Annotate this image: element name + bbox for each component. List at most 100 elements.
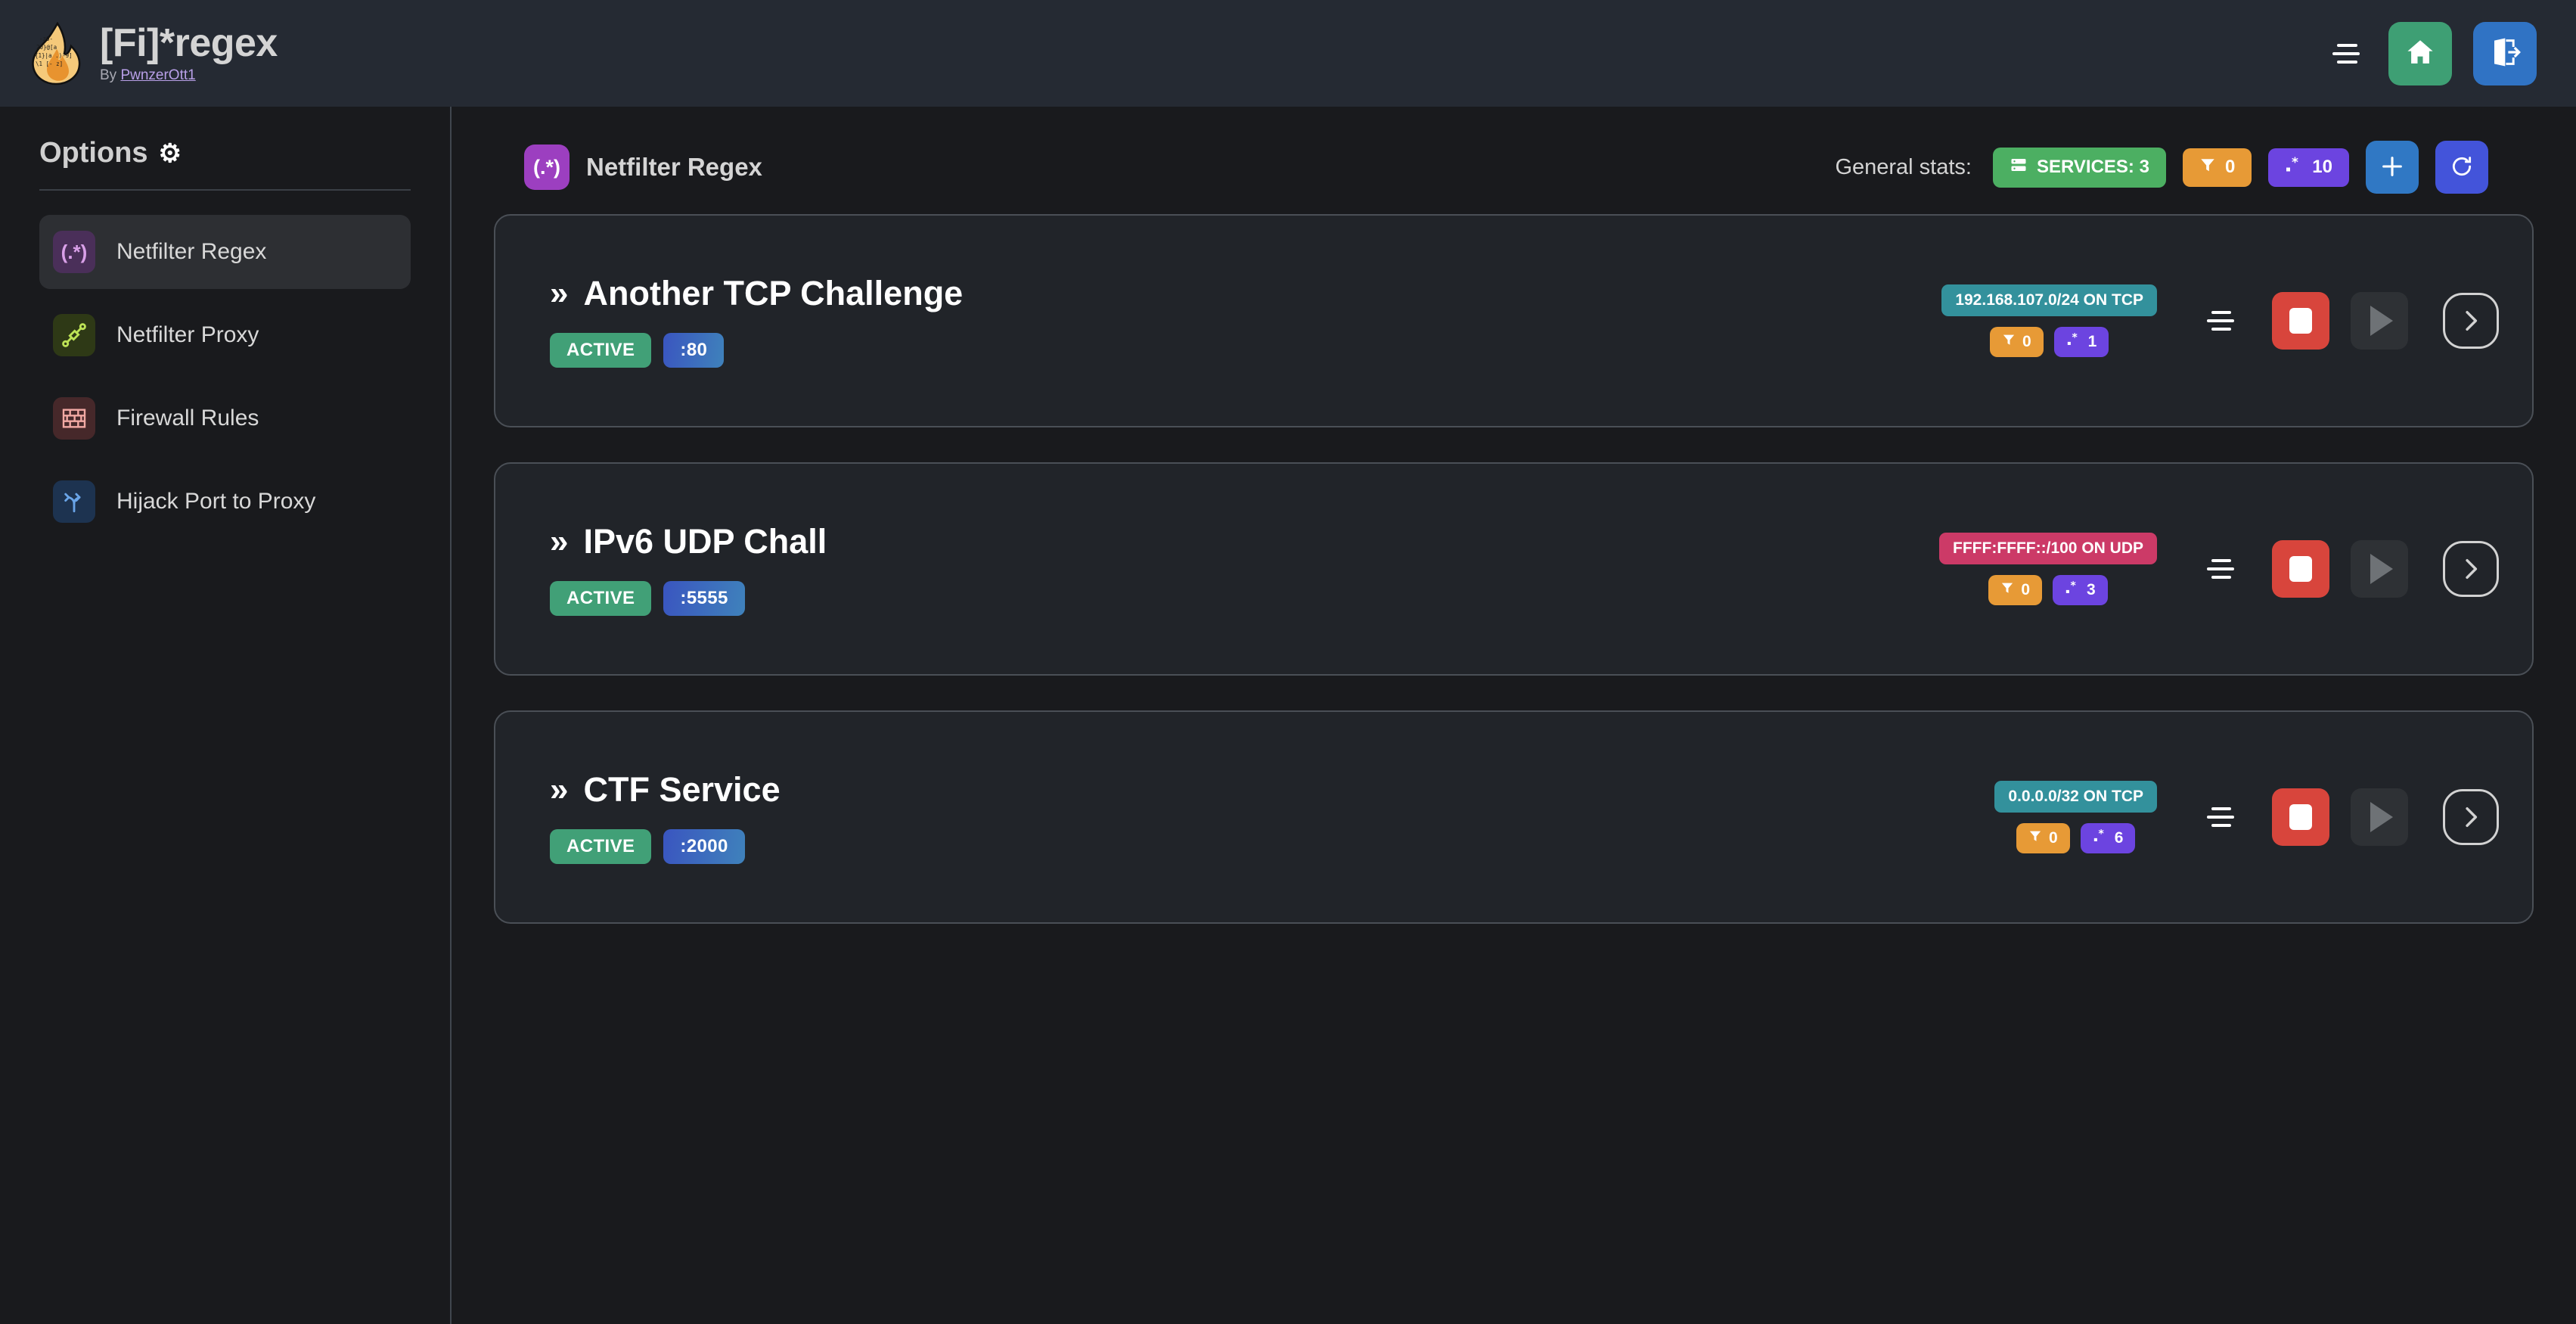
service-card[interactable]: » Another TCP Challenge ACTIVE :80 192.1…	[494, 214, 2534, 427]
sidebar-header: Options ⚙	[39, 137, 411, 169]
port-badge: :2000	[663, 829, 745, 864]
regex-icon: (.*)	[524, 145, 570, 190]
service-card[interactable]: » CTF Service ACTIVE :2000 0.0.0.0/32 ON…	[494, 710, 2534, 924]
service-name: CTF Service	[583, 770, 781, 809]
service-regex-count: 6	[2114, 829, 2124, 847]
services-pill-label: SERVICES: 3	[2036, 157, 2149, 177]
service-regex-count: 1	[2087, 333, 2097, 350]
page-layout: Options ⚙ (.*) Netfilter Regex Netfilter…	[0, 107, 2576, 1324]
network-info: 192.168.107.0/24 ON TCP 0 *	[1941, 284, 2157, 357]
by-prefix: By	[100, 67, 121, 84]
regex-pill: * 10	[2268, 148, 2349, 187]
general-stats-label: General stats:	[1835, 154, 1972, 179]
home-icon	[2404, 36, 2436, 70]
stop-icon	[2289, 804, 2312, 830]
regex-dot-star-icon: *	[2066, 332, 2081, 351]
stop-icon	[2289, 308, 2312, 334]
service-regex-pill: * 3	[2053, 575, 2108, 605]
fork-arrows-icon	[53, 480, 95, 523]
service-counters: 0 * 3	[1988, 575, 2108, 605]
logout-icon	[2489, 36, 2521, 70]
general-stats: General stats: SERVICES: 3	[1835, 141, 2488, 194]
service-title-row: » CTF Service	[550, 770, 781, 810]
regex-dot-star-icon: *	[2065, 580, 2080, 599]
port-badge: :80	[663, 333, 725, 368]
sidebar-item-hijack-port-to-proxy[interactable]: Hijack Port to Proxy	[39, 465, 411, 539]
svg-text:*: *	[2098, 829, 2103, 841]
service-card[interactable]: » IPv6 UDP Chall ACTIVE :5555 FFFF:FFFF:…	[494, 462, 2534, 676]
network-info: 0.0.0.0/32 ON TCP 0 *	[1994, 781, 2157, 853]
service-filters-count: 0	[2049, 829, 2058, 847]
service-regex-pill: * 1	[2053, 327, 2109, 357]
service-title-row: » IPv6 UDP Chall	[550, 522, 827, 561]
funnel-icon	[2002, 333, 2016, 351]
double-chevron-icon: »	[550, 771, 569, 808]
play-icon	[2370, 554, 2393, 584]
service-name: Another TCP Challenge	[583, 274, 964, 312]
service-badges: ACTIVE :2000	[550, 829, 781, 864]
svg-text:*: *	[2072, 333, 2077, 344]
add-service-button[interactable]	[2366, 141, 2419, 194]
svg-text:*: *	[2292, 157, 2298, 170]
home-button[interactable]	[2388, 21, 2452, 85]
logout-button[interactable]	[2473, 21, 2537, 85]
open-service-button[interactable]	[2443, 541, 2499, 597]
stop-button[interactable]	[2272, 292, 2329, 350]
network-badge: 192.168.107.0/24 ON TCP	[1941, 284, 2157, 316]
network-badge: 0.0.0.0/32 ON TCP	[1994, 781, 2157, 813]
refresh-button[interactable]	[2435, 141, 2488, 194]
service-controls: FFFF:FFFF::/100 ON UDP 0 *	[1939, 533, 2499, 605]
app-header: -z0- 20}@[a {1}|a .)-9] \1 [- z] [Fi]*re…	[0, 0, 2576, 107]
author-link[interactable]: PwnzerOtt1	[120, 67, 196, 84]
stop-icon	[2289, 556, 2312, 582]
refresh-icon	[2450, 154, 2474, 181]
app-author-line: By PwnzerOtt1	[100, 67, 278, 84]
sidebar-item-netfilter-regex[interactable]: (.*) Netfilter Regex	[39, 215, 411, 289]
list-menu-icon[interactable]	[2207, 306, 2242, 336]
regex-dot-star-icon: *	[2285, 155, 2303, 179]
regex-icon: (.*)	[53, 231, 95, 273]
services-pill: SERVICES: 3	[1992, 147, 2166, 188]
list-menu-icon[interactable]	[2207, 554, 2242, 584]
funnel-icon	[2028, 829, 2042, 847]
server-icon	[2010, 156, 2028, 179]
open-service-button[interactable]	[2443, 293, 2499, 349]
open-service-button[interactable]	[2443, 789, 2499, 845]
service-list: » Another TCP Challenge ACTIVE :80 192.1…	[494, 214, 2534, 924]
sidebar-item-label: Netfilter Regex	[116, 239, 267, 264]
port-badge: :5555	[663, 581, 745, 616]
sidebar-item-label: Hijack Port to Proxy	[116, 489, 316, 514]
chevron-right-icon	[2458, 308, 2484, 334]
play-button[interactable]	[2351, 540, 2408, 598]
hamburger-icon[interactable]	[2332, 38, 2367, 70]
service-controls: 0.0.0.0/32 ON TCP 0 *	[1994, 781, 2499, 853]
gear-icon[interactable]: ⚙	[158, 138, 182, 168]
svg-text:\1 [- z]: \1 [- z]	[36, 61, 63, 67]
sidebar-divider	[39, 189, 411, 191]
flame-regex-logo: -z0- 20}@[a {1}|a .)-9] \1 [- z]	[29, 21, 83, 85]
page-title-group: (.*) Netfilter Regex	[524, 145, 762, 190]
svg-text:{1}|a .)-9]: {1}|a .)-9]	[35, 52, 73, 59]
service-counters: 0 * 1	[1989, 327, 2109, 357]
service-counters: 0 * 6	[2016, 823, 2136, 853]
sidebar-item-label: Firewall Rules	[116, 406, 259, 430]
status-badge: ACTIVE	[550, 829, 652, 864]
sidebar-item-netfilter-proxy[interactable]: Netfilter Proxy	[39, 298, 411, 372]
double-chevron-icon: »	[550, 523, 569, 560]
stop-button[interactable]	[2272, 540, 2329, 598]
service-info: » Another TCP Challenge ACTIVE :80	[550, 274, 963, 368]
list-menu-icon[interactable]	[2207, 802, 2242, 832]
filters-pill: 0	[2182, 148, 2252, 187]
svg-text:20}@[a: 20}@[a	[36, 44, 57, 51]
sidebar-item-firewall-rules[interactable]: Firewall Rules	[39, 381, 411, 455]
status-badge: ACTIVE	[550, 581, 652, 616]
regex-dot-star-icon: *	[2093, 828, 2108, 847]
play-button[interactable]	[2351, 788, 2408, 846]
play-button[interactable]	[2351, 292, 2408, 350]
network-info: FFFF:FFFF::/100 ON UDP 0 *	[1939, 533, 2157, 605]
funnel-icon	[2000, 581, 2014, 599]
chevron-right-icon	[2458, 556, 2484, 582]
brick-wall-icon	[53, 397, 95, 440]
stop-button[interactable]	[2272, 788, 2329, 846]
header-actions	[2332, 21, 2537, 85]
